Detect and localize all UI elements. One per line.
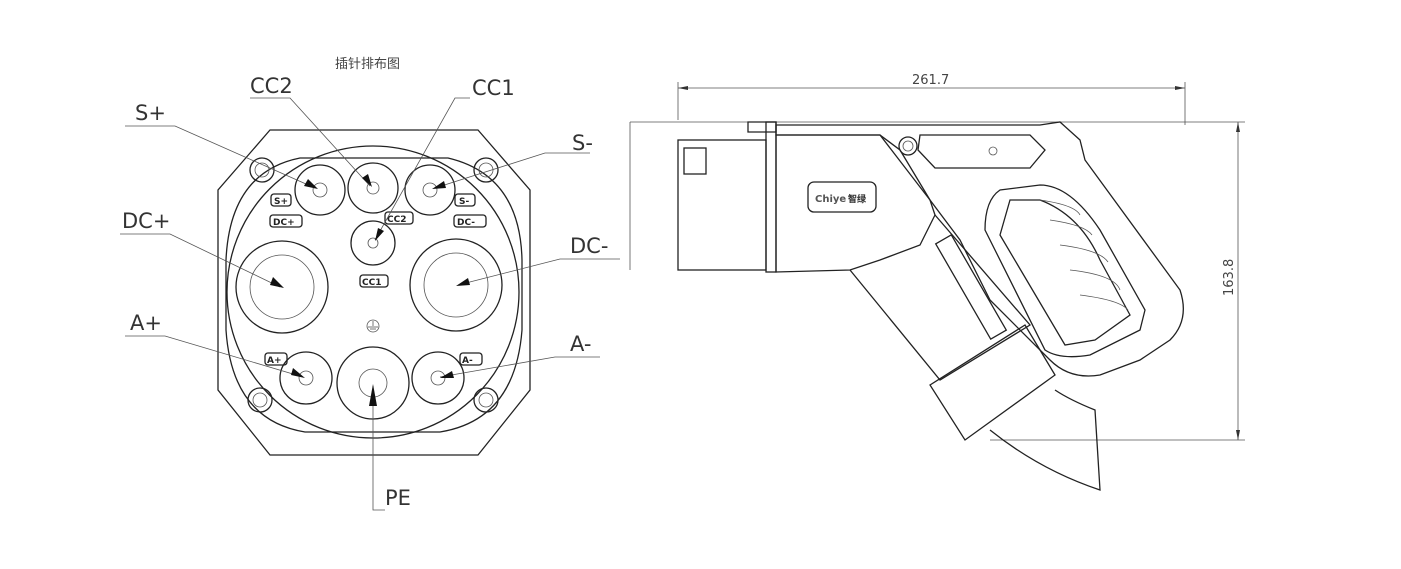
label-cc1: CC1 <box>472 76 515 100</box>
svg-text:A-: A- <box>462 356 473 366</box>
brand-logo: Chiye 智绿 <box>807 181 877 213</box>
ground-icon <box>366 319 380 333</box>
label-s-plus: S+ <box>135 101 166 125</box>
inner-outline <box>225 157 523 433</box>
label-s-minus: S- <box>572 131 593 155</box>
svg-text:S-: S- <box>459 197 469 207</box>
svg-text:Chiye: Chiye <box>815 194 846 205</box>
handle-body <box>775 121 1184 377</box>
label-cc2: CC2 <box>250 74 293 98</box>
pin-tags: S+ S- DC+ DC- CC2 CC1 A+ A- <box>264 193 487 366</box>
diagram-title: 插针排布图 <box>335 57 400 72</box>
label-pe: PE <box>385 486 411 510</box>
leader-lines <box>120 97 620 511</box>
pins <box>235 162 503 420</box>
label-a-plus: A+ <box>130 311 162 335</box>
mounting-holes <box>247 157 499 413</box>
svg-text:DC-: DC- <box>457 218 475 228</box>
label-dc-minus: DC- <box>570 234 608 258</box>
pin-layout-diagram: 插针排布图 S+ S <box>120 57 620 511</box>
svg-text:CC1: CC1 <box>362 278 381 288</box>
svg-text:DC+: DC+ <box>273 218 295 228</box>
side-view-diagram: 261.7 163.8 Chiye 智绿 <box>629 73 1245 491</box>
plug-head <box>677 139 767 271</box>
cable-sleeve <box>929 324 1056 441</box>
svg-text:S+: S+ <box>274 197 288 207</box>
svg-text:智绿: 智绿 <box>848 193 867 205</box>
svg-text:A+: A+ <box>267 356 282 366</box>
dimension-height: 163.8 <box>1222 259 1237 296</box>
label-a-minus: A- <box>570 332 591 356</box>
dimension-length: 261.7 <box>912 73 949 88</box>
svg-text:CC2: CC2 <box>387 215 406 225</box>
label-dc-plus: DC+ <box>122 209 170 233</box>
faceplate-outline <box>217 129 531 456</box>
